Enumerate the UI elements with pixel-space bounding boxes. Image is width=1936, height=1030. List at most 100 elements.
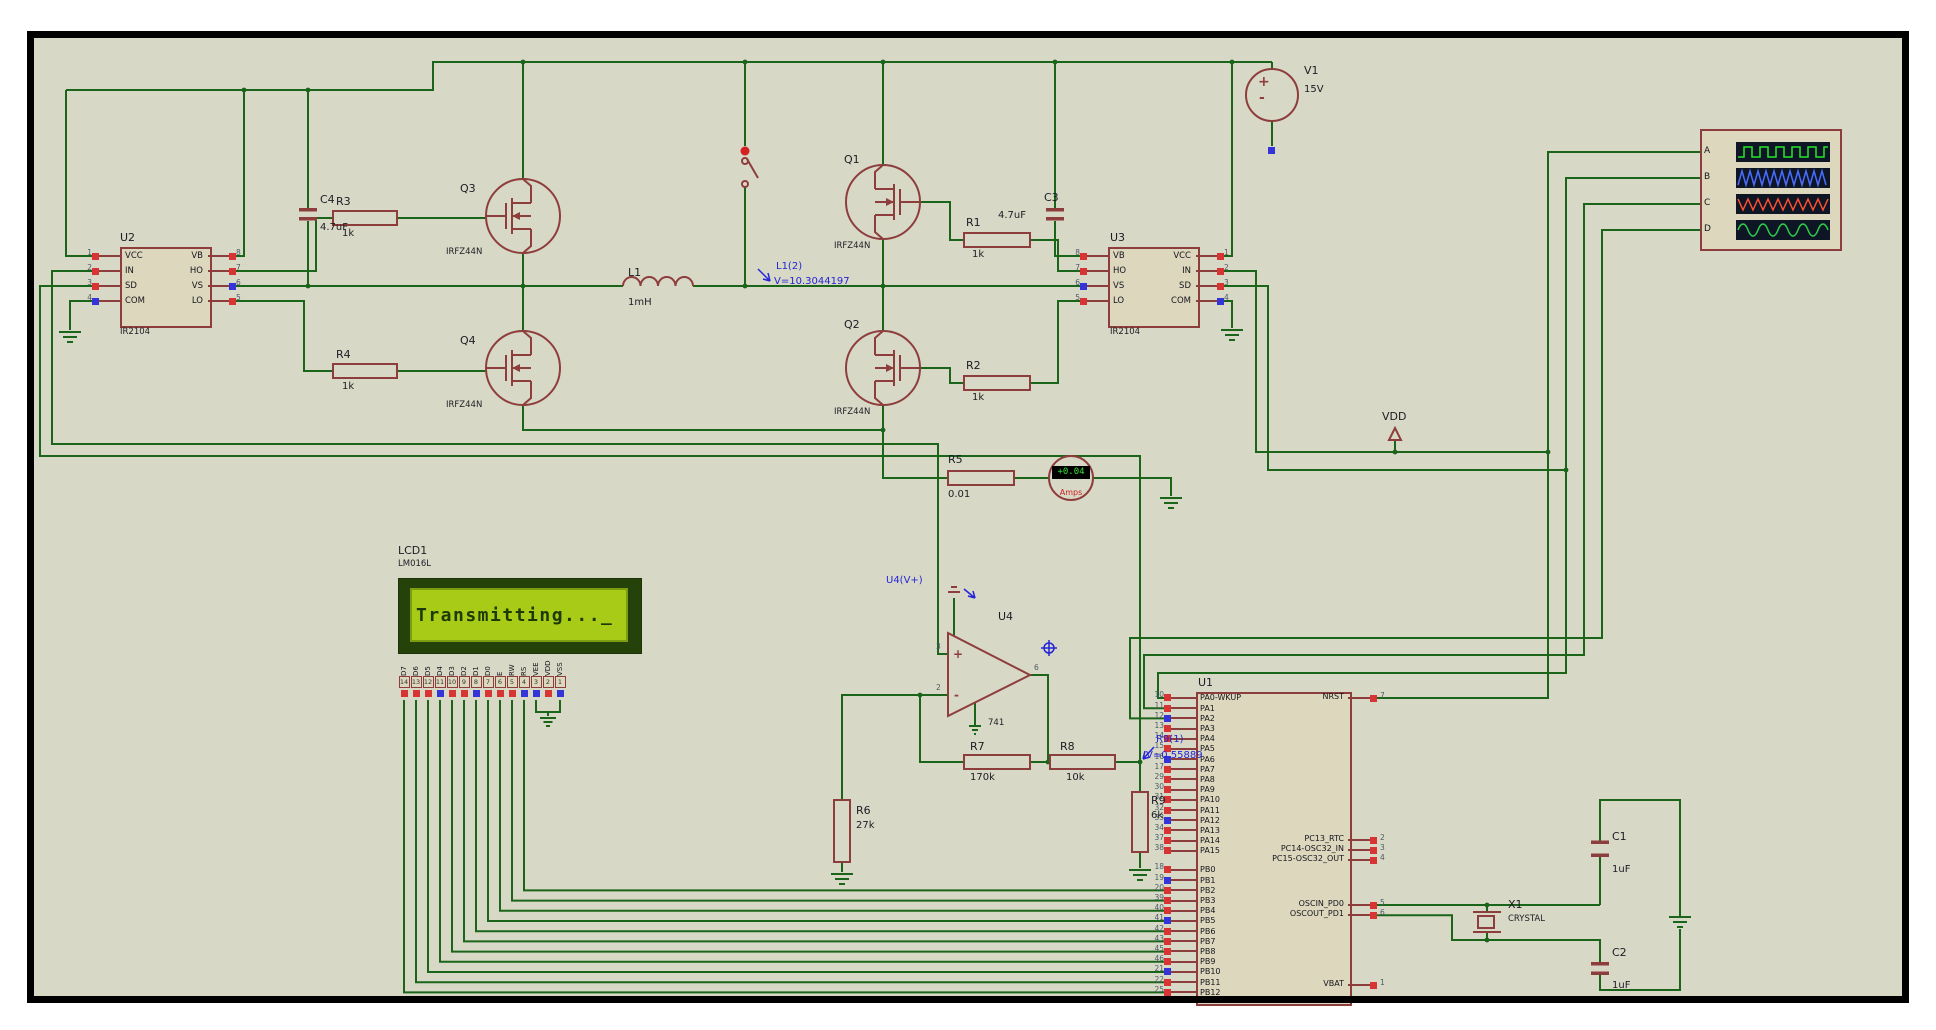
ic-pin-row: 3 SD VS 6 [78,278,250,294]
pin-state-square [1370,694,1377,702]
pin-stub [1196,285,1217,287]
pin-name: VEE [532,662,540,676]
crystal-x1-symbol[interactable] [1477,915,1495,929]
pin-state-square [1217,252,1224,260]
inductor-l1-symbol[interactable] [622,276,694,287]
pin-name: IN [125,266,134,276]
q1-part: IRFZ44N [834,241,871,251]
u2-part: IR2104 [120,327,151,337]
pin-name: PB7 [1200,936,1216,946]
ic-pin-row: 1 VCC VB 8 [78,248,250,264]
pin-number: 2 [1380,832,1385,842]
mcu-pin-row: 40 PB4 [1148,903,1221,916]
pin-state-square [1370,846,1377,854]
opamp-pin3-number: 3 [936,642,941,651]
pin-name: D6 [412,666,420,676]
pin-number: 19 [1154,872,1164,882]
mcu-pin-row: 33 PA12 [1148,813,1241,825]
pin-name: PA6 [1200,754,1215,764]
pin-name: PB11 [1200,977,1221,987]
pin-number: 34 [1154,822,1164,832]
pin-state-square [1080,267,1087,275]
vdd-arrow-icon[interactable] [1387,425,1403,441]
mcu-pin-row: 1 [1348,978,1385,991]
pin-stub [99,270,120,272]
lcd-pin: E 6 [494,650,506,697]
mcu-pin-row: 46 PB9 [1148,954,1221,967]
pin-state-square [92,252,99,260]
pin-state-square [1164,927,1171,935]
resistor-r7[interactable] [963,754,1031,770]
r8-ref: R8 [1060,740,1075,753]
crystal-plates [1473,911,1501,933]
pin-stub [1171,819,1196,822]
pin-state-square [1164,866,1171,874]
v1-source-symbol[interactable] [1245,68,1299,122]
probe-r9-value: V=0.55889 [1146,750,1203,761]
pin-state-square [92,267,99,275]
pin-stub [1171,717,1196,720]
pin-number: 45 [1154,943,1164,953]
pin-number: 17 [1154,761,1164,771]
mcu-pin-row: 6 [1348,908,1385,921]
pin-number: 3 [1224,277,1229,287]
lcd1-ref: LCD1 [398,544,428,557]
pin-stub [1196,270,1217,272]
pin-number: 30 [1154,782,1164,792]
lcd-pin: D1 8 [470,650,482,697]
lcd-pin: VDD 2 [542,650,554,697]
mcu-pin-row: 10 PA0-WKUP [1148,690,1241,703]
c4-value: 4.7uF [320,222,348,233]
ic-u3-ir2104[interactable] [1108,247,1200,328]
switch-actuator-icon[interactable] [740,146,750,156]
v1-plus-sign: + [1258,74,1270,90]
pin-stub [208,270,229,272]
resistor-r9[interactable] [1131,791,1149,853]
pin-stub [1171,960,1196,963]
resistor-r1[interactable] [963,232,1031,248]
lcd-pin: D3 10 [446,650,458,697]
pin-number: 46 [1154,954,1164,964]
pin-state-square [1164,968,1171,976]
pin-stub [1171,970,1196,973]
lcd1-part: LM016L [398,559,432,569]
resistor-r4[interactable] [332,363,398,379]
pin-name: PB4 [1200,906,1216,916]
resistor-r6[interactable] [833,799,851,863]
mcu-pin-row: 29 PA8 [1148,771,1241,784]
pin-name: HO [1113,266,1127,276]
pin-number: 3 [1380,842,1385,852]
resistor-r3[interactable] [332,210,398,226]
pin-stub [1171,919,1196,922]
pin-name: PB3 [1200,896,1216,906]
switch-lever[interactable] [746,158,759,179]
pin-number: 1 [1224,247,1229,257]
pin-state-square [556,690,564,697]
opamp-symbol[interactable] [947,631,1033,718]
r1-value: 1k [972,249,985,260]
pin-state-square [532,690,540,697]
ic-u1-mcu[interactable] [1196,692,1352,1006]
pin-name: RS [520,666,528,676]
v1-terminal-square [1268,147,1275,154]
scope-channel-c-label: C [1704,198,1711,208]
lcd-module[interactable]: Transmitting..._ [398,578,642,654]
mcu-pb-pins: 18 PB0 19 PB1 20 PB2 39 [1148,862,1221,997]
pin-stub [208,255,229,257]
pin-name: PB12 [1200,987,1221,997]
pin-name: VCC [125,251,143,261]
lcd-pin: RW 5 [506,650,518,697]
ic-u2-ir2104[interactable] [120,247,212,328]
lcd-pin: D6 13 [410,650,422,697]
resistor-r2[interactable] [963,375,1031,391]
pin-stub [1171,778,1196,781]
pin-name: PB2 [1200,885,1216,895]
resistor-r8[interactable] [1049,754,1116,770]
pin-state-square [1080,282,1087,290]
resistor-r5[interactable] [947,470,1015,486]
pin-stub [99,255,120,257]
mcu-pin-row: 11 PA1 [1148,701,1241,713]
pin-number: 11 [434,676,446,688]
pin-state-square [229,297,236,305]
pin-number: 29 [1154,771,1164,781]
